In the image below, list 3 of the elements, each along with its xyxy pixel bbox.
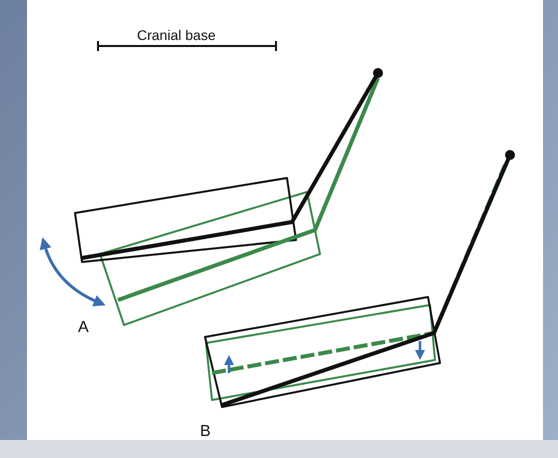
panel-label: A — [78, 320, 89, 336]
panel-label: B — [200, 424, 211, 440]
scale-bar-label: Cranial base — [137, 28, 216, 42]
